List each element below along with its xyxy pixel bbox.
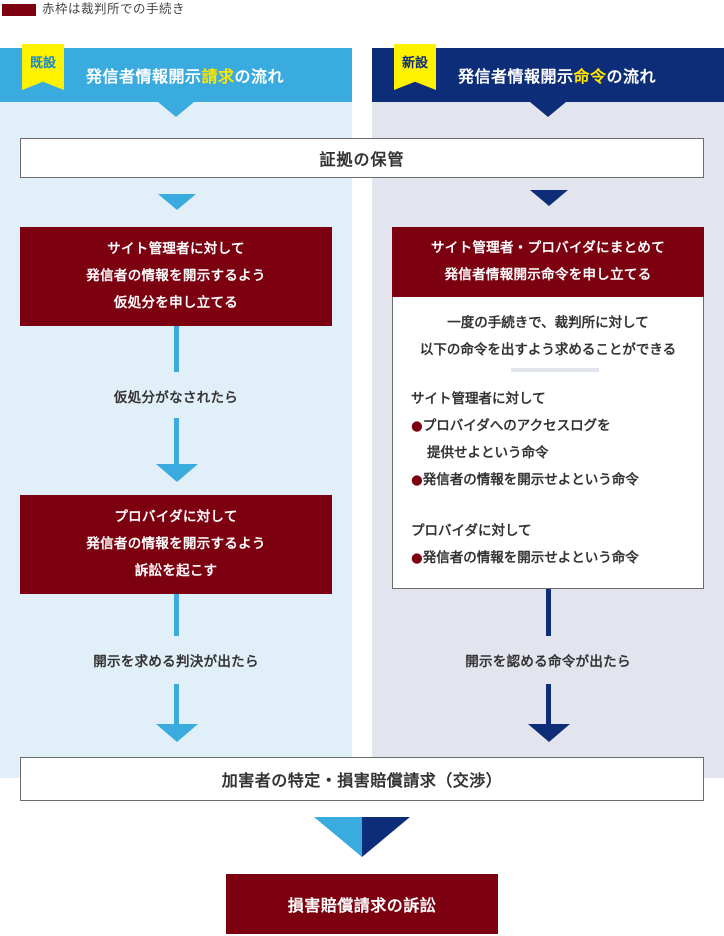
connector-left-2b bbox=[174, 684, 179, 726]
arrow-down-left-3 bbox=[156, 724, 198, 742]
connector-left-2a bbox=[174, 594, 179, 636]
connector-left-1a bbox=[174, 326, 179, 372]
condition-provisional: 仮処分がなされたら bbox=[113, 390, 239, 406]
order-item-disclose-site: ●発信者の情報を開示せよという命令 bbox=[411, 472, 639, 488]
arrow-down-right-1 bbox=[530, 190, 568, 206]
damages-lawsuit-box: 損害賠償請求の訴訟 bbox=[226, 874, 498, 934]
order-separator bbox=[511, 368, 599, 372]
connector-right-a bbox=[546, 589, 551, 636]
arrow-down-left-2 bbox=[156, 464, 198, 482]
order-item-access-log-cont: 提供せよという命令 bbox=[427, 445, 549, 461]
condition-judgment: 開示を求める判決が出たら bbox=[93, 654, 259, 670]
connector-right-b bbox=[546, 684, 551, 726]
existing-flow-title: 発信者情報開示請求の流れ bbox=[86, 67, 285, 86]
existing-badge: 既設 bbox=[22, 44, 64, 90]
lawsuit-provider-box: プロバイダに対して 発信者の情報を開示するよう 訴訟を起こす bbox=[20, 495, 332, 594]
new-flow-title: 発信者情報開示命令の流れ bbox=[458, 67, 657, 86]
order-intro: 一度の手続きで、裁判所に対して 以下の命令を出すよう求めることができる bbox=[419, 315, 677, 358]
header-pointer-left bbox=[158, 102, 194, 117]
condition-order: 開示を認める命令が出たら bbox=[465, 654, 631, 670]
identification-box: 加害者の特定・損害賠償請求（交渉） bbox=[20, 757, 704, 801]
provisional-disposition-box: サイト管理者に対して 発信者の情報を開示するよう 仮処分を申し立てる bbox=[20, 227, 332, 326]
evidence-preservation-box: 証拠の保管 bbox=[20, 138, 704, 178]
header-pointer-right bbox=[530, 102, 566, 117]
arrow-down-right-2 bbox=[528, 724, 570, 742]
legend-text: 赤枠は裁判所での手続き bbox=[42, 1, 186, 16]
disclosure-order-head: サイト管理者・プロバイダにまとめて 発信者情報開示命令を申し立てる bbox=[392, 227, 704, 297]
group-provider-title: プロバイダに対して bbox=[411, 523, 532, 539]
order-item-access-log: ●プロバイダへのアクセスログを bbox=[411, 418, 611, 434]
merge-arrow-icon bbox=[314, 817, 410, 857]
new-badge: 新設 bbox=[394, 44, 436, 90]
arrow-down-left-1 bbox=[158, 194, 196, 210]
legend-swatch bbox=[2, 4, 36, 16]
connector-left-1b bbox=[174, 418, 179, 466]
order-item-disclose-provider: ●発信者の情報を開示せよという命令 bbox=[411, 550, 639, 566]
group-site-admin-title: サイト管理者に対して bbox=[411, 391, 546, 407]
disclosure-order-box: サイト管理者・プロバイダにまとめて 発信者情報開示命令を申し立てる 一度の手続き… bbox=[392, 227, 704, 589]
